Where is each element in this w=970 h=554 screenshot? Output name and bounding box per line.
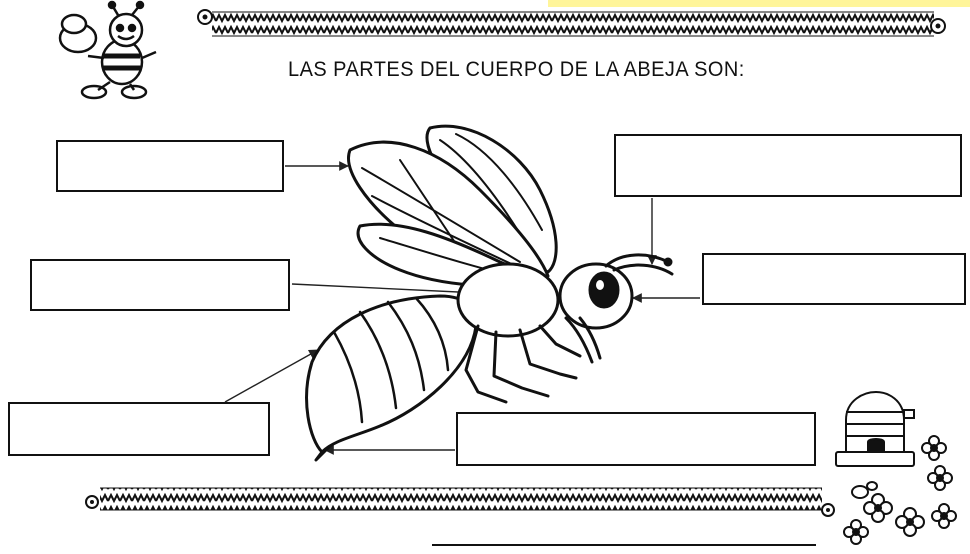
bottom-border-zigzag bbox=[85, 487, 835, 517]
flowers-icon bbox=[843, 435, 957, 545]
bee-illustration bbox=[305, 124, 674, 462]
bee-cartoon-icon bbox=[58, 0, 157, 100]
top-border-zigzag bbox=[197, 9, 946, 37]
answer-box-abdomen[interactable] bbox=[8, 402, 270, 456]
answer-box-antennae[interactable] bbox=[614, 134, 962, 197]
answer-box-wings[interactable] bbox=[56, 140, 284, 192]
answer-box-thorax[interactable] bbox=[30, 259, 290, 311]
answer-box-stinger[interactable] bbox=[456, 412, 816, 466]
name-line[interactable] bbox=[432, 544, 816, 546]
answer-box-head[interactable] bbox=[702, 253, 966, 305]
highlight-bar bbox=[548, 0, 970, 7]
page-title: LAS PARTES DEL CUERPO DE LA ABEJA SON: bbox=[288, 58, 745, 81]
beehive-icon bbox=[835, 390, 915, 467]
arrow-abdomen bbox=[224, 349, 319, 403]
